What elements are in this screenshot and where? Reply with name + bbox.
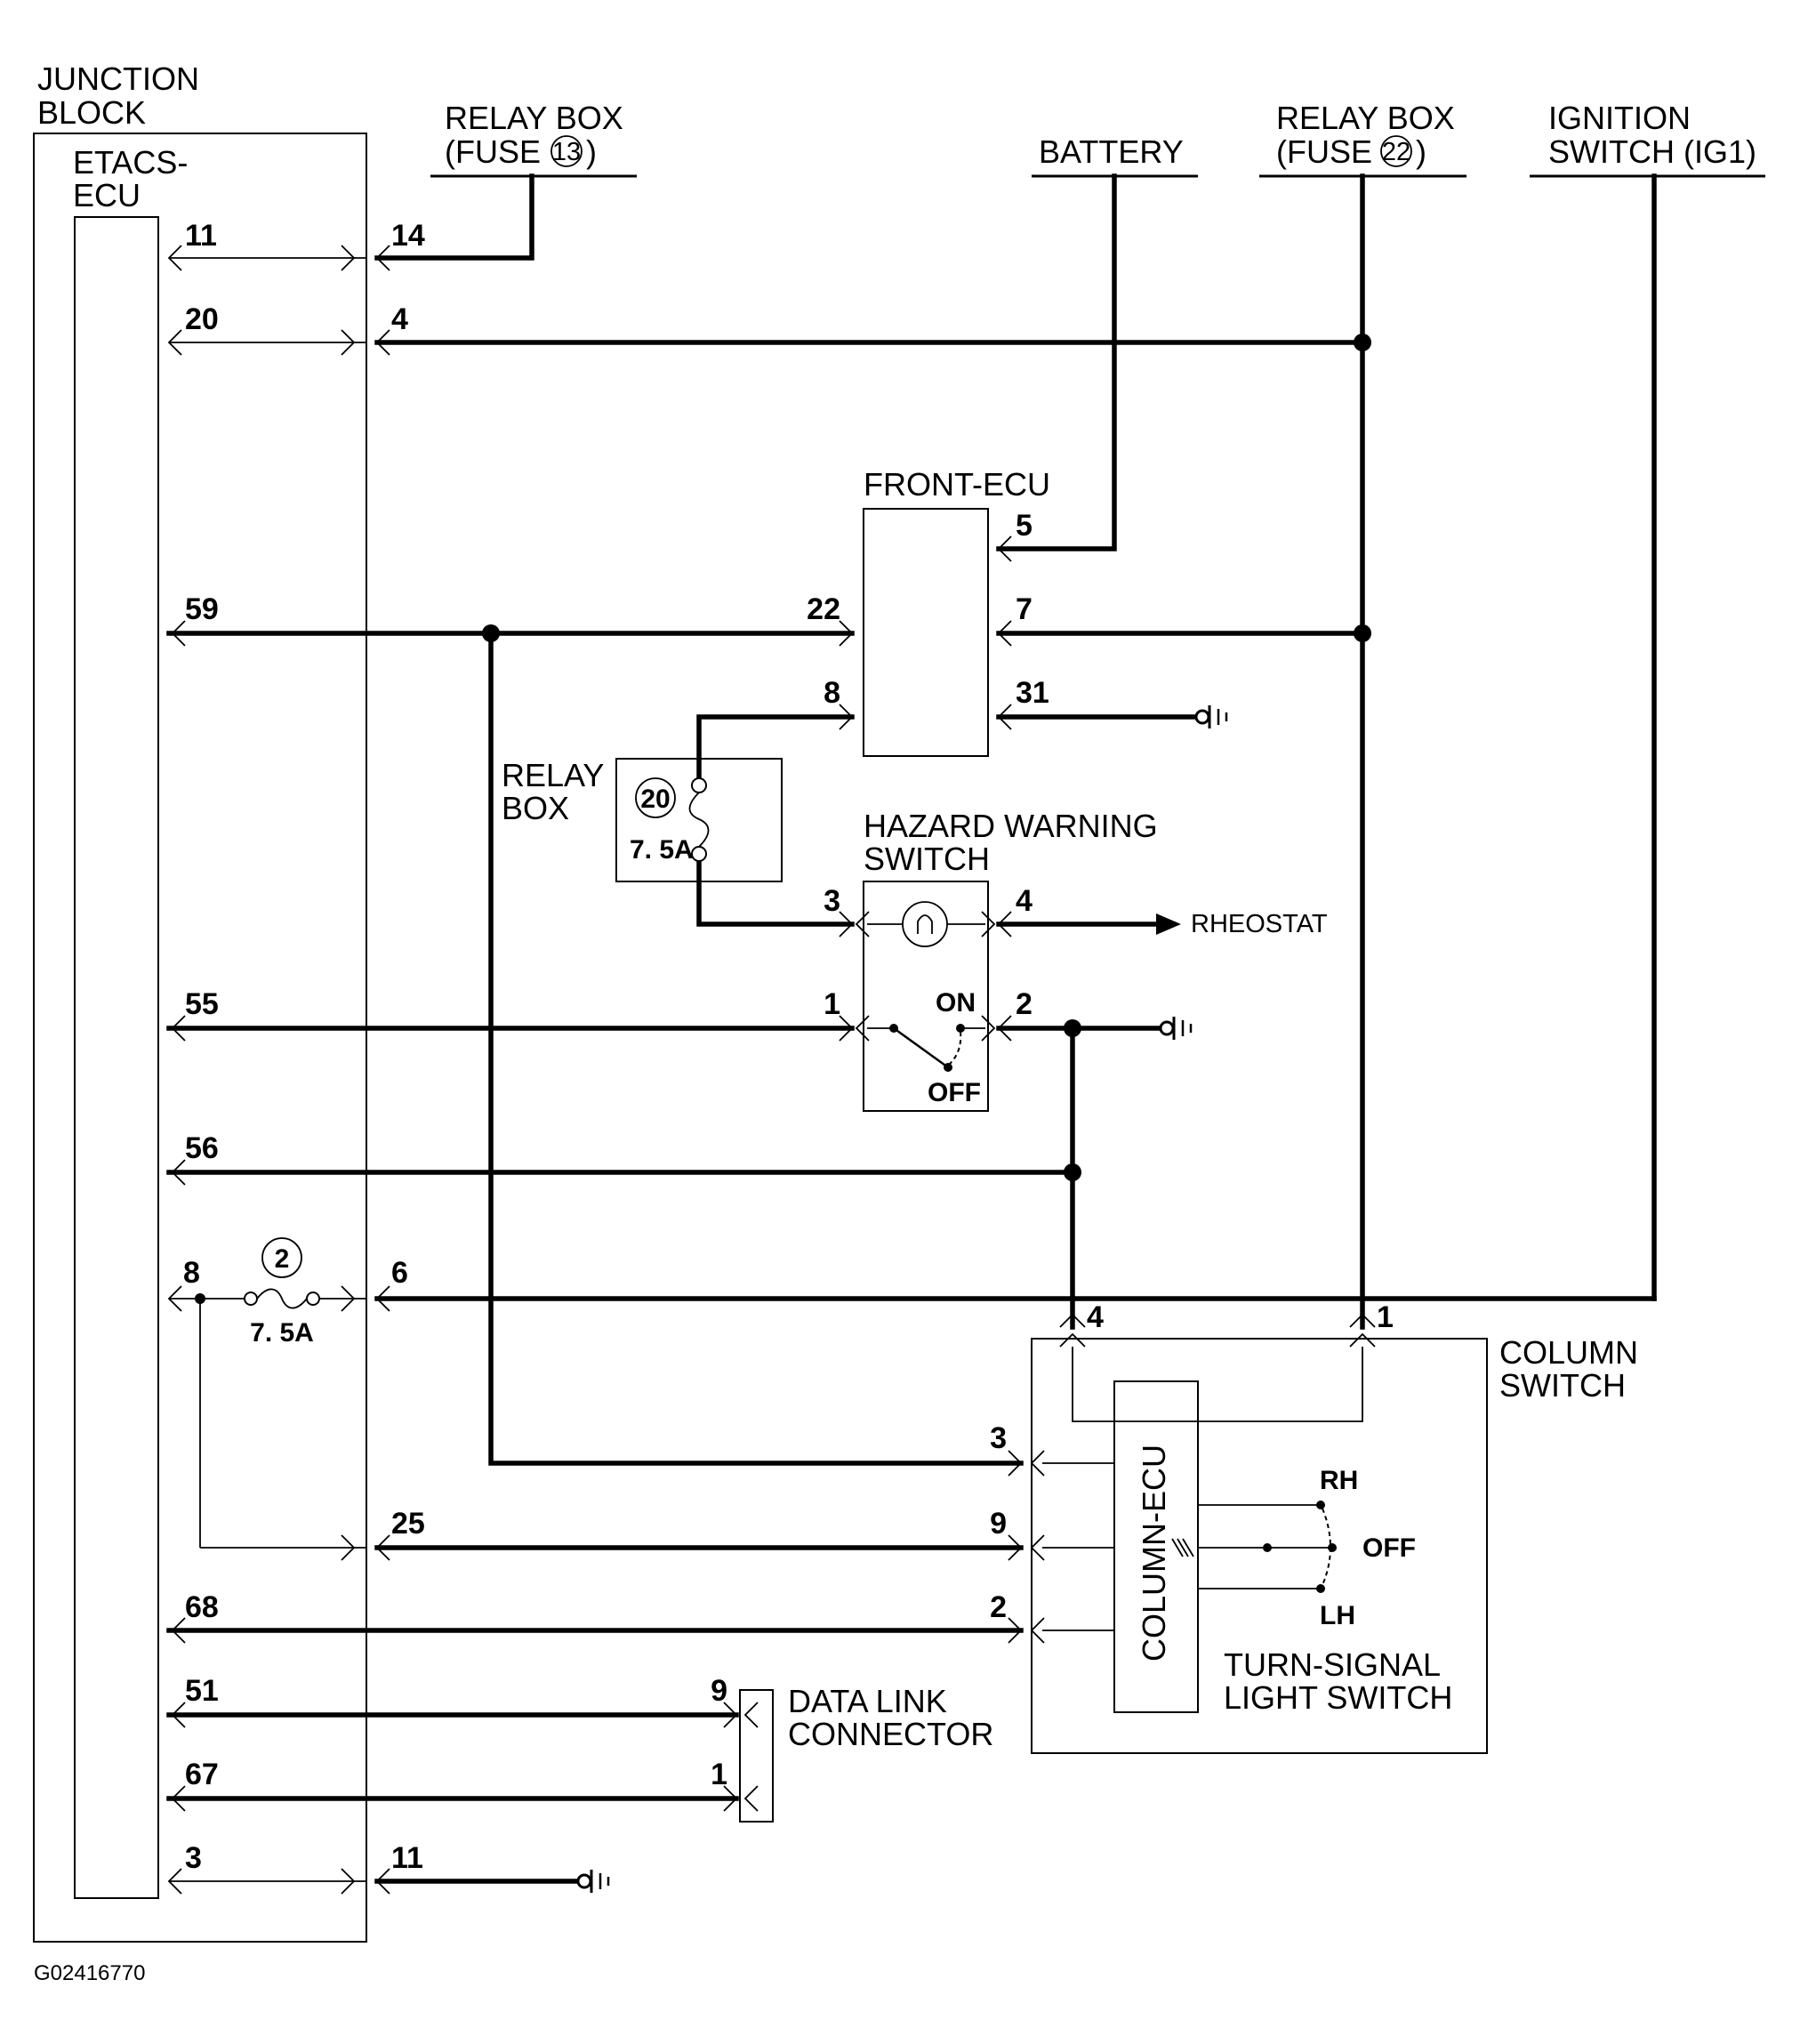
column-pin-numbers: 4 1 3 9 2 [990, 1300, 1394, 1624]
junction-block-label-1: JUNCTION [37, 60, 199, 97]
junction-fuse-number: 2 [275, 1244, 290, 1274]
etacs-pin-numbers: 11 20 59 55 56 8 68 51 67 3 [183, 219, 219, 1875]
relay-fuse-rating: 7. 5A [630, 835, 694, 865]
turn-off-label: OFF [1362, 1533, 1416, 1563]
svg-text:4: 4 [1087, 1300, 1104, 1334]
svg-text:4: 4 [1016, 884, 1033, 918]
svg-text:3: 3 [185, 1841, 202, 1875]
svg-text:1: 1 [711, 1758, 727, 1791]
fuse-13-circle [550, 135, 583, 167]
junction-internal-lines [169, 257, 366, 1882]
fuse-13-number: 13 [552, 138, 581, 166]
hazard-switch-internals [867, 901, 985, 1072]
svg-text:67: 67 [185, 1758, 219, 1791]
relay-fuse-number: 20 [640, 785, 670, 814]
front-ecu-label: FRONT-ECU [864, 466, 1050, 503]
rheostat-arrow [1156, 913, 1181, 935]
junction-fuse-rating: 7. 5A [250, 1318, 314, 1348]
column-ecu-box [1113, 1380, 1199, 1713]
hazard-switch-label-2: SWITCH [864, 841, 990, 877]
hazard-off-label: OFF [928, 1078, 981, 1107]
svg-text:3: 3 [824, 884, 840, 918]
junction-block-box [33, 133, 367, 1943]
hazard-switch-box [863, 881, 989, 1112]
svg-text:11: 11 [185, 219, 217, 253]
etacs-ecu-label-2: ECU [73, 177, 141, 213]
svg-text:68: 68 [185, 1590, 219, 1624]
column-ecu-label: COLUMN-ECU [1136, 1444, 1172, 1662]
relay-box-22-label-2: (FUSE [1276, 133, 1372, 170]
turn-signal-switch-label-2: LIGHT SWITCH [1224, 1679, 1452, 1716]
junction-block-label-2: BLOCK [37, 94, 146, 131]
wires [166, 173, 1657, 1884]
turn-rh-label: RH [1320, 1466, 1358, 1495]
data-link-pin-numbers: 9 1 [711, 1674, 727, 1791]
relay-box-label-2: BOX [502, 790, 569, 826]
hazard-pin-numbers: 3 1 4 2 [824, 884, 1033, 1021]
column-switch-internals [1042, 1347, 1363, 1631]
battery-label: BATTERY [1039, 133, 1184, 170]
relay-box-label-1: RELAY [502, 757, 604, 793]
svg-text:6: 6 [391, 1256, 408, 1290]
relay-box-22-label-1: RELAY BOX [1276, 100, 1455, 136]
svg-text:9: 9 [711, 1674, 727, 1708]
svg-text:1: 1 [1377, 1300, 1394, 1334]
data-link-connector-box [739, 1689, 774, 1823]
relay-box-13-label-2: (FUSE [445, 133, 541, 170]
etacs-ecu-label-1: ETACS- [73, 144, 188, 181]
svg-text:59: 59 [185, 592, 219, 626]
svg-text:51: 51 [185, 1674, 219, 1708]
ground-junction [576, 1868, 610, 1895]
svg-text:56: 56 [185, 1131, 219, 1165]
svg-text:31: 31 [1016, 676, 1049, 710]
relay-box-13-paren: ) [586, 133, 597, 170]
column-switch-box [1031, 1338, 1488, 1754]
svg-text:3: 3 [990, 1421, 1007, 1455]
data-link-label-1: DATA LINK [788, 1683, 947, 1719]
rheostat-label: RHEOSTAT [1191, 910, 1328, 938]
ignition-label-2: SWITCH (IG1) [1548, 133, 1756, 170]
svg-text:8: 8 [183, 1256, 200, 1290]
ground-front-ecu [1194, 704, 1228, 730]
turn-signal-switch-label-1: TURN-SIGNAL [1224, 1646, 1441, 1683]
svg-text:25: 25 [391, 1507, 425, 1541]
relay-fuse-20 [635, 777, 710, 862]
ignition-label-1: IGNITION [1548, 100, 1691, 136]
junction-fuse-2 [244, 1237, 320, 1309]
junction-outer-pin-numbers: 14 4 6 25 11 [391, 219, 425, 1875]
svg-text:7: 7 [1016, 592, 1033, 626]
svg-text:20: 20 [185, 302, 219, 336]
wire-junction-dots [482, 334, 1371, 1181]
svg-text:11: 11 [391, 1841, 423, 1875]
front-ecu-box [863, 508, 989, 757]
svg-text:8: 8 [824, 676, 840, 710]
svg-text:2: 2 [1016, 987, 1033, 1021]
relay-box-22-paren: ) [1416, 133, 1426, 170]
column-switch-label-1: COLUMN [1499, 1334, 1638, 1371]
svg-text:4: 4 [391, 302, 408, 336]
column-switch-label-2: SWITCH [1499, 1367, 1626, 1404]
fuse-22-number: 22 [1382, 138, 1410, 166]
etacs-ecu-box [74, 216, 159, 1899]
diagram-code: G02416770 [34, 1961, 145, 1985]
fuse-22-circle [1380, 135, 1412, 167]
svg-text:22: 22 [807, 592, 840, 626]
connector-markers [168, 245, 1376, 1895]
svg-text:5: 5 [1016, 509, 1033, 543]
hazard-on-label: ON [936, 988, 976, 1018]
svg-text:14: 14 [391, 219, 425, 253]
relay-box-13-label-1: RELAY BOX [445, 100, 623, 136]
hazard-switch-label-1: HAZARD WARNING [864, 808, 1158, 844]
svg-text:9: 9 [990, 1507, 1007, 1541]
ground-hazard [1159, 1015, 1193, 1042]
svg-text:55: 55 [185, 987, 219, 1021]
front-ecu-pin-numbers: 22 8 5 7 31 [807, 509, 1049, 710]
turn-lh-label: LH [1320, 1601, 1355, 1630]
svg-text:2: 2 [990, 1590, 1007, 1624]
data-link-label-2: CONNECTOR [788, 1716, 993, 1752]
svg-text:1: 1 [824, 987, 840, 1021]
